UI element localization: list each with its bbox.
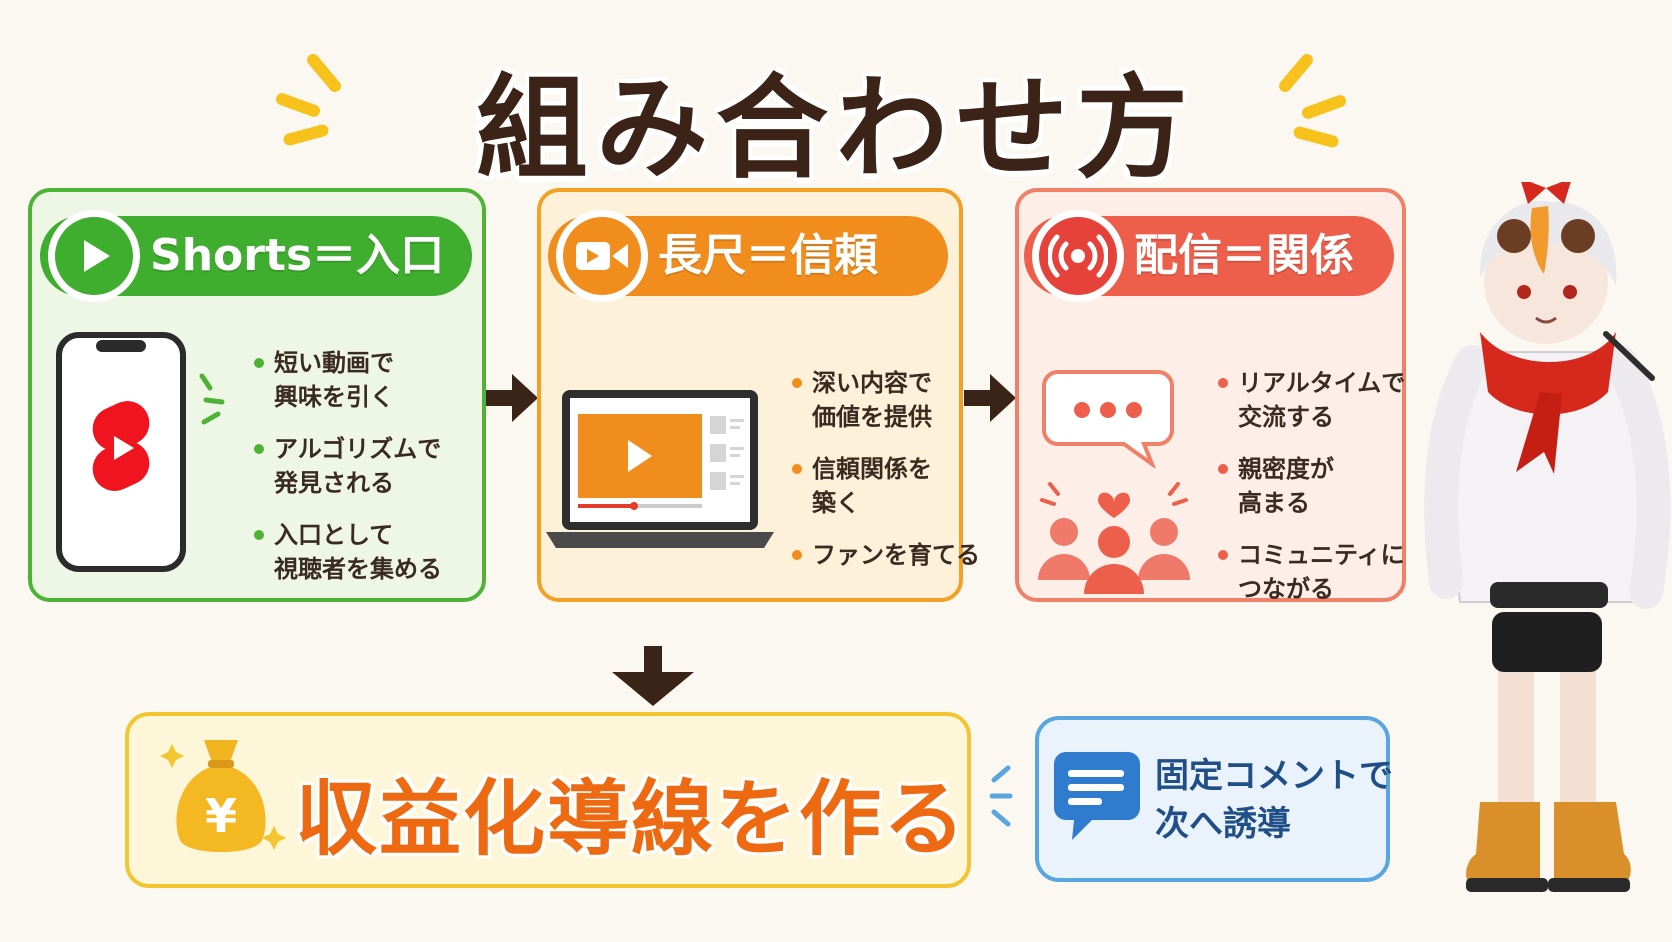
list-item: 入口として視聴者を集める (254, 518, 442, 586)
long-label: 長尺＝信頼 (658, 230, 878, 281)
chat-bubble-icon (1040, 368, 1176, 472)
play-icon (48, 210, 140, 302)
comment-icon (1052, 748, 1142, 848)
video-camera-icon (556, 210, 648, 302)
character-illustration (1420, 178, 1672, 942)
list-item: リアルタイムで交流する (1218, 366, 1405, 434)
broadcast-icon (1032, 210, 1124, 302)
shorts-header: Shorts＝入口 (40, 210, 472, 302)
money-bag-icon: ¥ (146, 722, 296, 876)
arrow-right-icon (484, 370, 540, 430)
page-title: 組み合わせ方 (476, 64, 1196, 194)
long-header: 長尺＝信頼 (548, 210, 948, 302)
connector-lines-icon (982, 762, 1022, 836)
live-label: 配信＝関係 (1134, 230, 1354, 281)
monetization-card (125, 712, 971, 888)
smartphone-icon (56, 332, 186, 572)
live-bullets: リアルタイムで交流する 親密度が高まる コミュニティにつながる (1218, 366, 1405, 624)
list-item: 短い動画で興味を引く (254, 346, 442, 414)
shorts-bullets: 短い動画で興味を引く アルゴリズムで発見される 入口として視聴者を集める (254, 346, 442, 604)
yen-symbol: ¥ (205, 789, 237, 843)
community-icon (1034, 476, 1194, 600)
list-item: アルゴリズムで発見される (254, 432, 442, 500)
monetization-label: 収益化導線を作る (295, 772, 968, 867)
pinned-comment-label: 固定コメントで 次へ誘導 (1155, 756, 1393, 844)
list-item: 信頼関係を築く (792, 452, 980, 520)
long-bullets: 深い内容で価値を提供 信頼関係を築く ファンを育てる (792, 366, 980, 590)
shorts-label: Shorts＝入口 (150, 230, 445, 281)
list-item: 深い内容で価値を提供 (792, 366, 980, 434)
list-item: 親密度が高まる (1218, 452, 1405, 520)
arrow-down-icon (608, 644, 698, 712)
motion-lines-icon (196, 370, 236, 434)
live-header: 配信＝関係 (1024, 210, 1394, 302)
list-item: ファンを育てる (792, 538, 980, 572)
laptop-icon (546, 388, 774, 562)
list-item: コミュニティにつながる (1218, 538, 1405, 606)
arrow-right-icon (962, 370, 1018, 430)
